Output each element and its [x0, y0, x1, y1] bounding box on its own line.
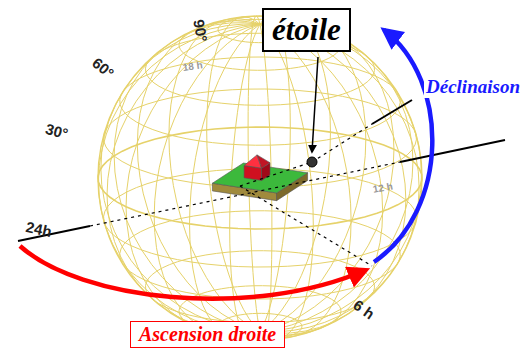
- label-text: 60°: [89, 54, 117, 82]
- meridian-line: [126, 22, 394, 335]
- leader-line: [312, 57, 318, 152]
- latitude-number: 60°: [89, 54, 117, 82]
- latitude-line: [98, 127, 422, 229]
- hour-number: 12 h: [372, 181, 394, 195]
- hour-number: 18 h: [182, 59, 203, 73]
- meridian-line: [137, 21, 382, 336]
- star-line: [372, 100, 412, 124]
- label-text: 90°: [190, 18, 211, 43]
- dec-arc: [374, 30, 432, 262]
- node-text: Ascension droite: [139, 323, 276, 346]
- label-text: Déclinaison: [426, 76, 520, 98]
- axis-line: [400, 140, 505, 162]
- star-dot: [307, 157, 317, 167]
- hour-number: 24h: [24, 218, 53, 240]
- meridian-line: [101, 24, 419, 332]
- house-roof: [257, 155, 270, 168]
- axis-line: [240, 186, 372, 266]
- sphere-outline: [98, 16, 422, 340]
- meridian-line: [107, 23, 413, 332]
- label-text: 6 h: [350, 296, 378, 322]
- label-text: 24h: [24, 218, 53, 240]
- ra-label-box: Ascension droite: [130, 321, 285, 348]
- declination-label: Déclinaison: [424, 76, 522, 98]
- hour-number: 6 h: [350, 296, 378, 322]
- meridian-line: [154, 20, 366, 337]
- label-text: 12 h: [372, 181, 394, 195]
- label-text: 18 h: [182, 59, 203, 73]
- star-line: [312, 124, 372, 162]
- axis-line: [90, 162, 400, 226]
- meridian-line: [98, 24, 421, 332]
- ra-arc: [20, 246, 366, 299]
- latitude-number: 90°: [190, 18, 211, 43]
- latitude-line: [120, 211, 400, 299]
- label-text: 30°: [44, 120, 70, 142]
- latitude-number: 30°: [44, 120, 70, 142]
- star-line: [240, 162, 312, 186]
- node-text: étoile: [272, 12, 341, 48]
- star-callout-box: étoile: [262, 8, 351, 52]
